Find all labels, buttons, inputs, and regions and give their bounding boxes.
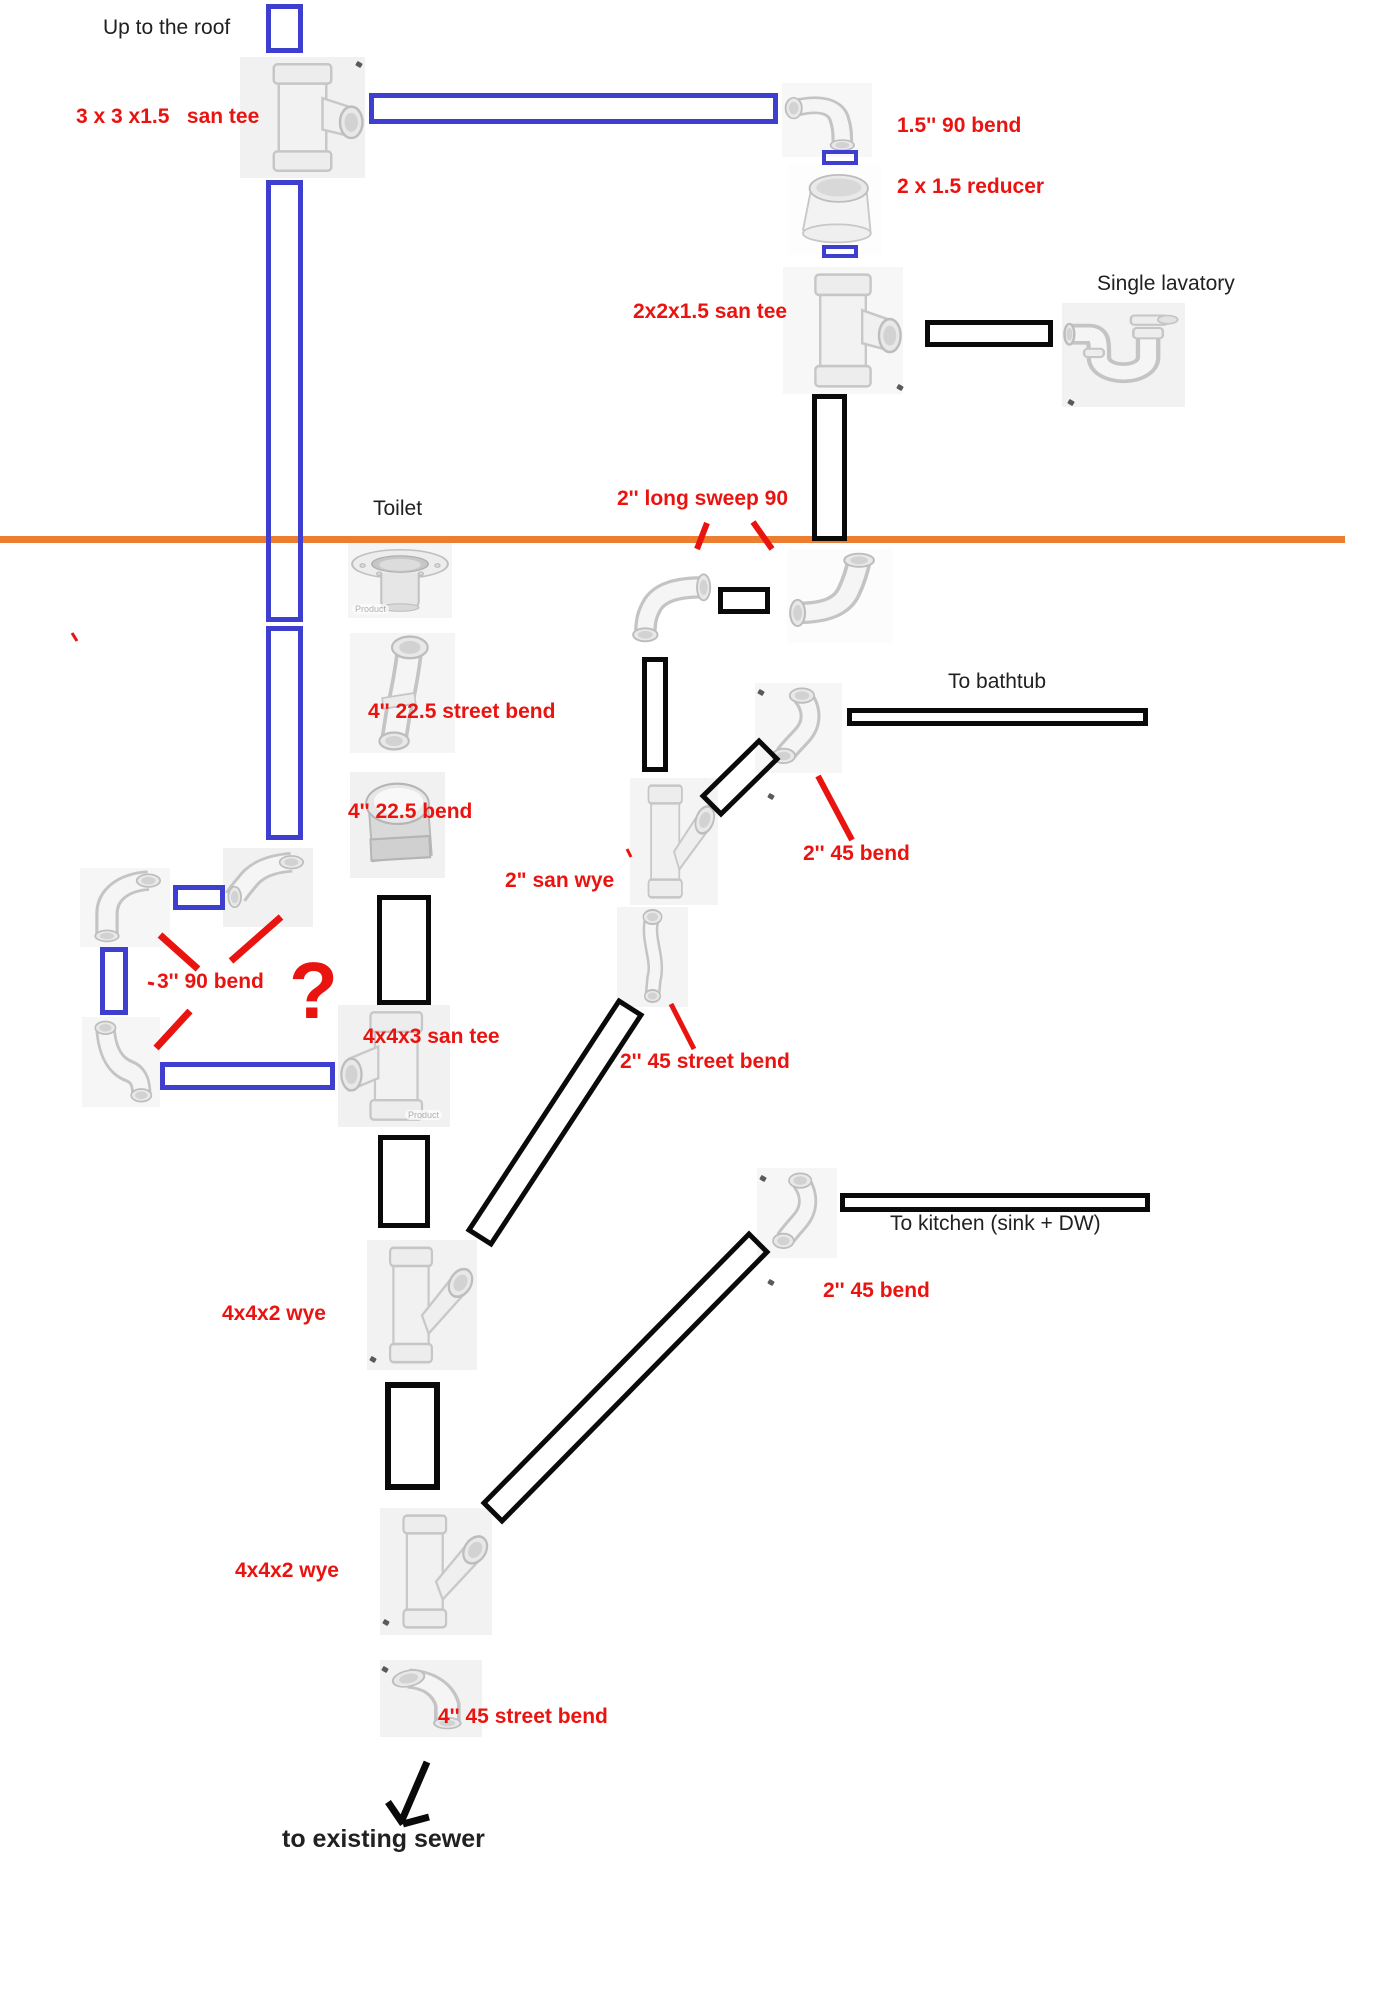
pipe-3in-vertical-stub: [100, 947, 128, 1015]
leader-45-street-bend: [668, 1002, 697, 1051]
fitting-3x3x15-san-tee: [240, 57, 365, 178]
sewer-arrow-stroke: [385, 1800, 406, 1826]
label-4-225-street-bend: 4'' 22.5 street bend: [368, 700, 556, 723]
label-to-kitchen: To kitchen (sink + DW): [890, 1212, 1101, 1235]
fitting-2-45-bend-tub: [755, 683, 842, 773]
label-2-long-sweep-90: 2'' long sweep 90: [617, 487, 789, 510]
pipe-base-run: [160, 1062, 335, 1090]
pipe-stack-upper: [266, 180, 303, 622]
fitting-3-90-bend-right: [223, 848, 313, 927]
watermark-san-tee: Product: [405, 1110, 443, 1120]
red-tick-near-wye: [625, 848, 633, 858]
label-15-90-bend: 1.5'' 90 bend: [897, 114, 1022, 137]
label-question-mark: ?: [289, 946, 338, 1035]
cross-line-lower-left: [153, 1008, 193, 1051]
label-2x15-reducer: 2 x 1.5 reducer: [897, 175, 1045, 198]
pipe-reducer-top-stub: [822, 150, 858, 165]
pipe-3in-horizontal-stub: [173, 885, 225, 910]
pipe-to-bathtub-run: [847, 708, 1148, 726]
sewer-arrow-stroke: [402, 1813, 430, 1828]
pipe-lavatory-run: [925, 320, 1053, 347]
label-2-45-street-bend: 2'' 45 street bend: [620, 1050, 790, 1073]
fitting-long-sweep-right: [787, 549, 893, 643]
fitting-15-90-bend: [782, 83, 872, 157]
pipe-diagonal-wye-to-tub-bend: [699, 737, 781, 818]
label-2-45-bend-kitchen: 2'' 45 bend: [823, 1279, 930, 1302]
pipe-to-kitchen-run: [840, 1193, 1150, 1212]
fitting-4x4x2-wye-lower: [380, 1508, 492, 1635]
label-4-45-street-bend: 4'' 45 street bend: [438, 1705, 608, 1728]
fitting-2x15-reducer: [788, 165, 882, 255]
pipe-vent-to-roof: [266, 4, 303, 53]
fitting-4-45-street-bend: [380, 1660, 482, 1737]
pipe-diagonal-street-bend-to-wye1: [465, 997, 645, 1248]
fitting-4-225-bend: [350, 772, 445, 878]
fitting-2-45-bend-kitchen: [757, 1168, 837, 1258]
fitting-long-sweep-left: [619, 552, 713, 645]
pipe-vent-horizontal: [369, 93, 778, 124]
label-2-san-wye: 2" san wye: [505, 869, 615, 892]
label-4-225-bend: 4'' 22.5 bend: [348, 800, 473, 823]
pipe-sweep-connector: [718, 587, 770, 614]
red-tick-left-margin: [70, 632, 79, 642]
pipe-stack-lower: [266, 626, 303, 840]
fitting-4x4x3-san-tee: [338, 1005, 450, 1127]
label-single-lavatory: Single lavatory: [1097, 272, 1235, 295]
label-4x4x2-wye-lower: 4x4x2 wye: [235, 1559, 339, 1582]
label-2x2x15-san-tee: 2x2x1.5 san tee: [633, 300, 788, 323]
label-to-existing-sewer: to existing sewer: [282, 1825, 485, 1853]
label-toilet: Toilet: [373, 497, 423, 520]
leader-sweep-left: [694, 521, 710, 551]
fitting-lavatory-p-trap: [1062, 303, 1185, 407]
pipe-below-4x4x3-tee: [378, 1135, 430, 1228]
floor-level-line: [0, 536, 1345, 543]
fitting-2x2x15-san-tee: [783, 267, 903, 394]
label-4x4x3-san-tee: 4x4x3 san tee: [363, 1025, 500, 1048]
pipe-sweep-drop: [642, 657, 668, 772]
pipe-san-tee-drop: [812, 394, 847, 541]
label-up-to-the-roof: Up to the roof: [103, 16, 231, 39]
cross-line-upper-left: [157, 932, 201, 972]
leader-sweep-right: [750, 520, 775, 551]
pipe-between-wyes: [385, 1382, 440, 1490]
label-to-bathtub: To bathtub: [948, 670, 1047, 693]
fitting-3-90-bend-bottom: [82, 1017, 160, 1107]
fitting-2-45-street-bend: [617, 907, 688, 1007]
pipe-diagonal-kitchen-to-wye2: [480, 1230, 771, 1525]
label-3-90-bend: 3'' 90 bend: [157, 970, 264, 993]
red-tick-before-3in: [147, 981, 155, 986]
fitting-3-90-bend-left: [80, 868, 170, 947]
label-3x3x15-san-tee: 3 x 3 x1.5 san tee: [76, 105, 260, 128]
fitting-4-225-street-bend: [350, 633, 455, 753]
pipe-reducer-bottom-stub: [822, 245, 858, 258]
watermark-flange: Product: [352, 604, 390, 614]
pipe-mid-drop: [377, 895, 431, 1005]
label-2-45-bend-tub: 2'' 45 bend: [803, 842, 910, 865]
fitting-4x4x2-wye-upper: [367, 1240, 477, 1370]
cross-line-upper-right: [228, 914, 284, 964]
label-4x4x2-wye-upper: 4x4x2 wye: [222, 1302, 326, 1325]
leader-45-bend-tub: [815, 774, 855, 842]
sewer-arrow-stroke: [398, 1760, 431, 1822]
